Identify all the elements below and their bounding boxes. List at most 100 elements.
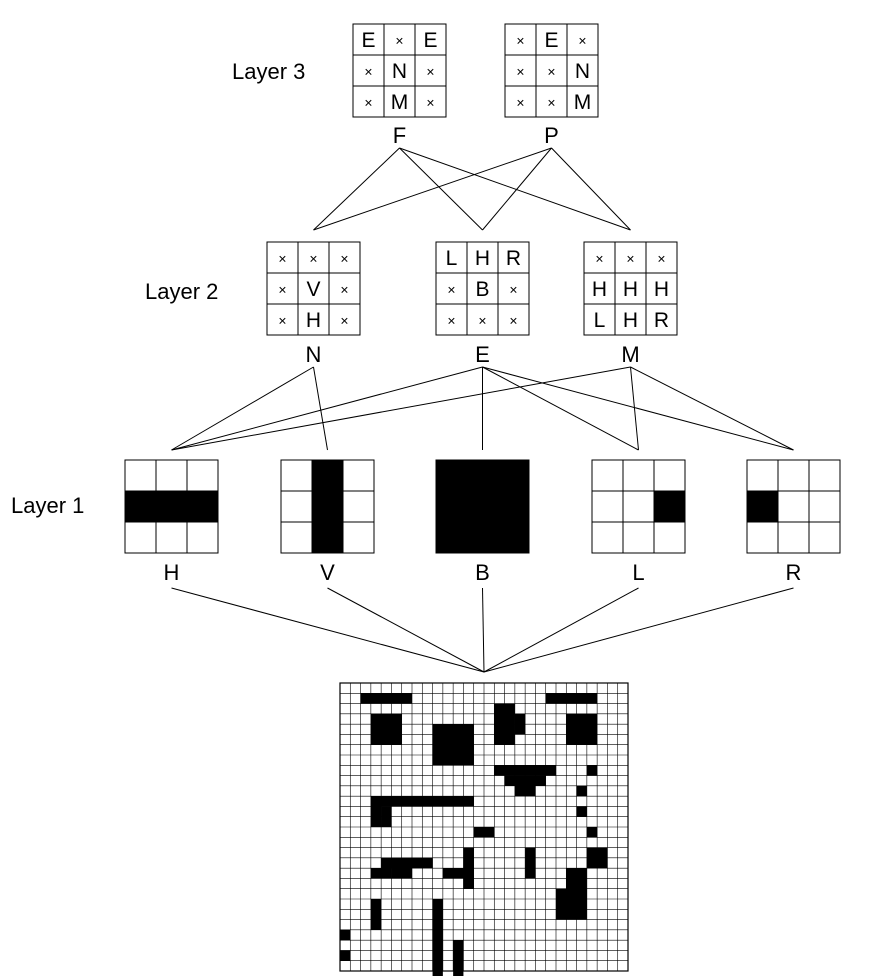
layer3-feature-f: E×E×N××M×F	[352, 23, 447, 148]
pattern-cell	[777, 459, 810, 492]
grid-cell	[328, 241, 361, 274]
cell-label: ×	[395, 33, 403, 49]
layer-2-label: Layer 2	[145, 279, 218, 304]
input-pixel-block	[566, 713, 598, 745]
pattern-cell	[155, 459, 188, 492]
pattern-cell	[342, 521, 375, 554]
connection-line	[630, 366, 639, 451]
pattern-cell	[746, 459, 779, 492]
grid-cell	[583, 303, 616, 336]
layer3-feature-p: ×E×××N××MP	[504, 23, 599, 148]
cell-label: ×	[509, 313, 517, 329]
cell-label: ×	[340, 251, 348, 267]
pattern-cell	[808, 521, 841, 554]
pattern-cell	[186, 521, 219, 554]
input-pixel-block	[545, 693, 598, 704]
pattern-cell	[591, 459, 624, 492]
pattern-cell	[280, 521, 313, 554]
pattern-cell	[622, 490, 655, 523]
cell-label: R	[506, 247, 521, 270]
cell-label: V	[306, 278, 320, 301]
cell-label: B	[475, 278, 489, 301]
input-pixel-block	[442, 868, 474, 879]
cell-label: L	[446, 247, 458, 270]
input-pixel-block	[586, 765, 598, 776]
cell-label: H	[475, 247, 490, 270]
pattern-cell	[435, 459, 468, 492]
input-pixel-block	[432, 899, 443, 976]
cell-label: E	[544, 29, 558, 52]
layer3-feature-name-label: P	[544, 123, 559, 148]
layer3-feature-name-label: F	[393, 123, 406, 148]
grid-cell	[504, 85, 537, 118]
cell-label: N	[575, 60, 590, 83]
connection-line	[171, 366, 483, 451]
cell-label: ×	[278, 251, 286, 267]
connection-line	[399, 147, 483, 231]
pattern-cell	[591, 521, 624, 554]
connection-line	[630, 366, 794, 451]
layer1-feature-r: R	[746, 459, 841, 585]
input-pixel-block	[586, 827, 598, 838]
grid-cell	[566, 54, 599, 87]
pattern-cell	[653, 459, 686, 492]
grid-cell	[645, 241, 678, 274]
pattern-cell	[497, 459, 530, 492]
input-pixel-block	[525, 847, 536, 879]
connection-line	[399, 147, 631, 231]
pattern-cell	[124, 521, 157, 554]
cell-label: M	[391, 91, 409, 114]
cell-label: ×	[426, 95, 434, 111]
input-pixel-block	[370, 899, 382, 930]
input-pixel-grid	[339, 682, 629, 976]
grid-cell	[266, 241, 299, 274]
cell-label: H	[592, 278, 607, 301]
input-pixel-block	[463, 847, 474, 879]
cell-label: E	[423, 29, 437, 52]
input-pixel-block	[463, 878, 474, 889]
grid-cell	[383, 85, 416, 118]
pattern-cell	[280, 490, 313, 523]
connection-line	[313, 147, 552, 231]
connection-line	[327, 587, 485, 673]
pattern-cell	[466, 490, 499, 523]
cell-label: ×	[516, 64, 524, 80]
grid-cell	[466, 241, 499, 274]
pattern-cell	[653, 490, 686, 523]
grid-cell	[297, 241, 330, 274]
connection-line	[482, 587, 485, 673]
pattern-cell	[777, 490, 810, 523]
pattern-cell	[186, 459, 219, 492]
cell-label: ×	[364, 64, 372, 80]
cell-label: H	[654, 278, 669, 301]
connection-line	[171, 366, 314, 451]
input-pixel-block	[340, 929, 351, 941]
input-pixel-block	[453, 940, 464, 976]
grid-cell	[297, 303, 330, 336]
layer1-feature-b: B	[435, 459, 530, 585]
cell-label: ×	[595, 251, 603, 267]
input-pixel-block	[381, 806, 392, 817]
input-pixel-block	[360, 693, 412, 704]
cell-label: ×	[426, 64, 434, 80]
pattern-cell	[311, 459, 344, 492]
pattern-cell	[777, 521, 810, 554]
grid-cell	[645, 303, 678, 336]
input-pixel-block	[576, 806, 587, 817]
cell-label: ×	[364, 95, 372, 111]
layer1-feature-h: H	[124, 459, 219, 585]
layer2-feature-name-label: N	[306, 342, 322, 367]
pattern-cell	[280, 459, 313, 492]
input-pixel-block	[391, 796, 464, 807]
connection-line	[483, 587, 639, 673]
grid-cell	[414, 23, 447, 56]
grid-cell	[266, 303, 299, 336]
cell-label: H	[623, 309, 638, 332]
layer-1-label: Layer 1	[11, 493, 84, 518]
cell-label: R	[654, 309, 669, 332]
connection-line	[313, 366, 328, 451]
grid-cell	[614, 303, 647, 336]
cell-label: ×	[278, 282, 286, 298]
